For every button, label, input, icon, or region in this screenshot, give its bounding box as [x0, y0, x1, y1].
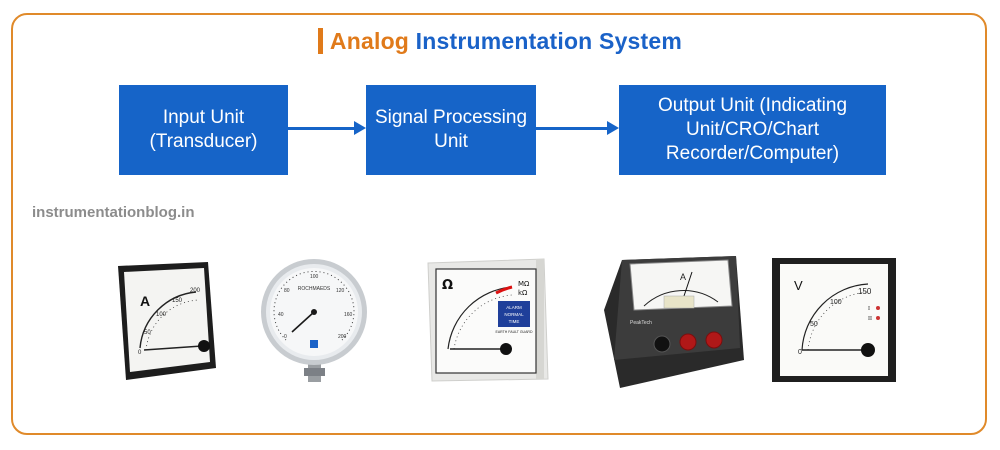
pressure-gauge-image: ROCHMAEDS 0 40 80 100 120 160 200	[261, 259, 367, 382]
ammeter-image: A 0 50 100 150 200	[118, 262, 216, 380]
svg-text:100: 100	[156, 312, 167, 318]
ohmmeter-image: Ω MΩ kΩ ALARM NORMAL TIME EARTH FAULT GU…	[427, 258, 549, 382]
svg-text:100: 100	[310, 274, 319, 280]
svg-text:120: 120	[336, 288, 345, 294]
content-frame	[11, 13, 987, 435]
svg-text:150: 150	[172, 298, 183, 304]
svg-text:kΩ: kΩ	[518, 289, 528, 297]
svg-text:200: 200	[190, 288, 201, 294]
svg-text:150: 150	[858, 287, 872, 296]
bench-ammeter-image: A PeakTech	[604, 256, 744, 388]
input-unit-block: Input Unit (Transducer)	[119, 85, 288, 175]
svg-text:NORMAL: NORMAL	[504, 312, 524, 317]
svg-text:TIME: TIME	[509, 319, 520, 324]
svg-text:II: II	[868, 316, 872, 322]
arrow-2-head	[607, 121, 619, 135]
svg-text:EARTH FAULT GUARD: EARTH FAULT GUARD	[496, 330, 533, 334]
svg-text:0: 0	[138, 350, 142, 356]
watermark: instrumentationblog.in	[32, 204, 195, 221]
svg-text:0: 0	[284, 334, 287, 340]
arrow-2-line	[536, 127, 607, 130]
ohmmeter-symbol: Ω	[442, 278, 453, 293]
svg-text:160: 160	[344, 312, 353, 318]
ammeter-unit: A	[140, 293, 150, 309]
bench-ammeter-unit: A	[680, 272, 686, 282]
signal-processing-label: Signal Processing Unit	[374, 107, 528, 152]
title-accent-bar	[317, 28, 323, 54]
svg-text:50: 50	[810, 321, 818, 328]
title-word-analog: Analog	[329, 28, 410, 54]
bench-ammeter-brand: PeakTech	[630, 320, 652, 326]
svg-text:ALARM: ALARM	[506, 305, 522, 310]
signal-processing-block: Signal Processing Unit	[366, 85, 536, 175]
diagram-title: Analog Instrumentation System	[0, 28, 1000, 55]
voltmeter-image: V 0 50 100 150 I II	[772, 258, 896, 382]
input-unit-label: Input Unit (Transducer)	[149, 107, 258, 152]
title-word-rest: Instrumentation System	[415, 28, 683, 54]
output-unit-block: Output Unit (Indicating Unit/CRO/Chart R…	[619, 85, 886, 175]
arrow-1-line	[288, 127, 354, 130]
svg-text:50: 50	[144, 330, 151, 336]
svg-text:0: 0	[798, 349, 802, 356]
output-unit-label: Output Unit (Indicating Unit/CRO/Chart R…	[657, 95, 848, 164]
svg-text:MΩ: MΩ	[518, 280, 530, 288]
arrow-1-head	[354, 121, 366, 135]
svg-text:40: 40	[278, 312, 284, 318]
svg-text:100: 100	[830, 299, 842, 306]
svg-text:200: 200	[338, 334, 347, 340]
voltmeter-unit: V	[794, 278, 803, 293]
svg-text:I: I	[868, 306, 870, 312]
svg-text:80: 80	[284, 288, 290, 294]
gauge-brand: ROCHMAEDS	[298, 286, 331, 292]
